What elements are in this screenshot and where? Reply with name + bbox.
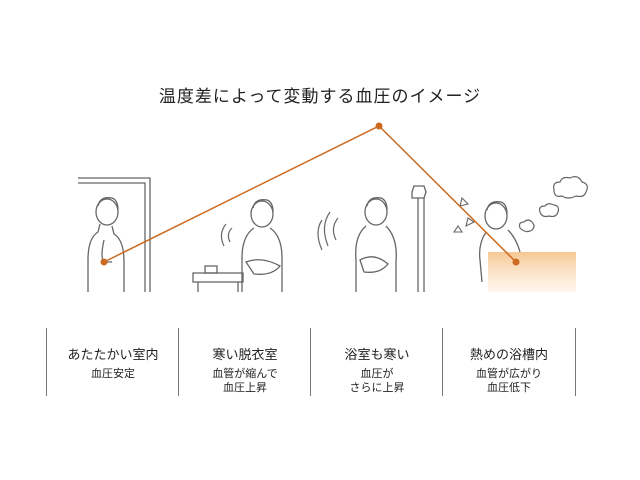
- scene-desc: 血圧が さらに上昇: [311, 367, 443, 395]
- scene-desc-line: 血圧上昇: [223, 381, 267, 394]
- scene-caption-3: 浴室も寒い 血圧が さらに上昇: [310, 328, 443, 396]
- scene-desc-line: 血管が広がり: [476, 367, 542, 380]
- person-standing-icon: [87, 197, 125, 292]
- scene-desc-line: 血圧低下: [487, 381, 531, 394]
- door-frame: [78, 177, 151, 292]
- bathtub-water: [488, 252, 576, 292]
- bp-point-warm: [100, 258, 108, 266]
- scene-name: あたたかい室内: [67, 348, 159, 363]
- bp-point-peak: [375, 122, 383, 130]
- person-shivering-icon: [241, 199, 283, 292]
- person-bathing-icon: [478, 201, 521, 283]
- scene-caption-1: あたたかい室内 血圧安定: [46, 328, 179, 396]
- blood-pressure-line: [100, 122, 520, 266]
- scene-name: 熱めの浴槽内: [469, 348, 548, 363]
- scene-desc: 血管が広がり 血圧低下: [443, 367, 575, 395]
- person-cold-icon: [355, 197, 397, 292]
- scene-desc-line: 血圧安定: [91, 367, 135, 380]
- scene-caption-2: 寒い脱衣室 血管が縮んで 血圧上昇: [178, 328, 311, 396]
- scene-name: 浴室も寒い: [344, 348, 410, 363]
- scene-desc-line: 血圧が: [360, 367, 394, 380]
- bench-icon: [192, 265, 244, 292]
- scene-caption-4: 熱めの浴槽内 血管が広がり 血圧低下: [442, 328, 576, 396]
- sweat-drops-icon: [452, 196, 476, 233]
- scene-warm-room: [78, 177, 151, 292]
- scene-desc-line: さらに上昇: [349, 381, 405, 394]
- steam-icon: [518, 176, 588, 233]
- scene-desc: 血管が縮んで 血圧上昇: [179, 367, 311, 395]
- scene-cold-bathroom: [317, 185, 427, 292]
- diagram-title: 温度差によって変動する血圧のイメージ: [158, 87, 482, 107]
- bp-point-bath: [512, 258, 520, 266]
- scene-cold-changing-room: [192, 199, 283, 292]
- shower-icon: [411, 185, 427, 292]
- scene-desc: 血圧安定: [47, 367, 179, 381]
- shiver-marks-icon: [220, 223, 233, 247]
- scene-desc-line: 血管が縮んで: [212, 367, 278, 380]
- scene-name: 寒い脱衣室: [212, 348, 278, 363]
- scene-hot-bath: [452, 176, 588, 292]
- shiver-marks-icon: [317, 211, 339, 251]
